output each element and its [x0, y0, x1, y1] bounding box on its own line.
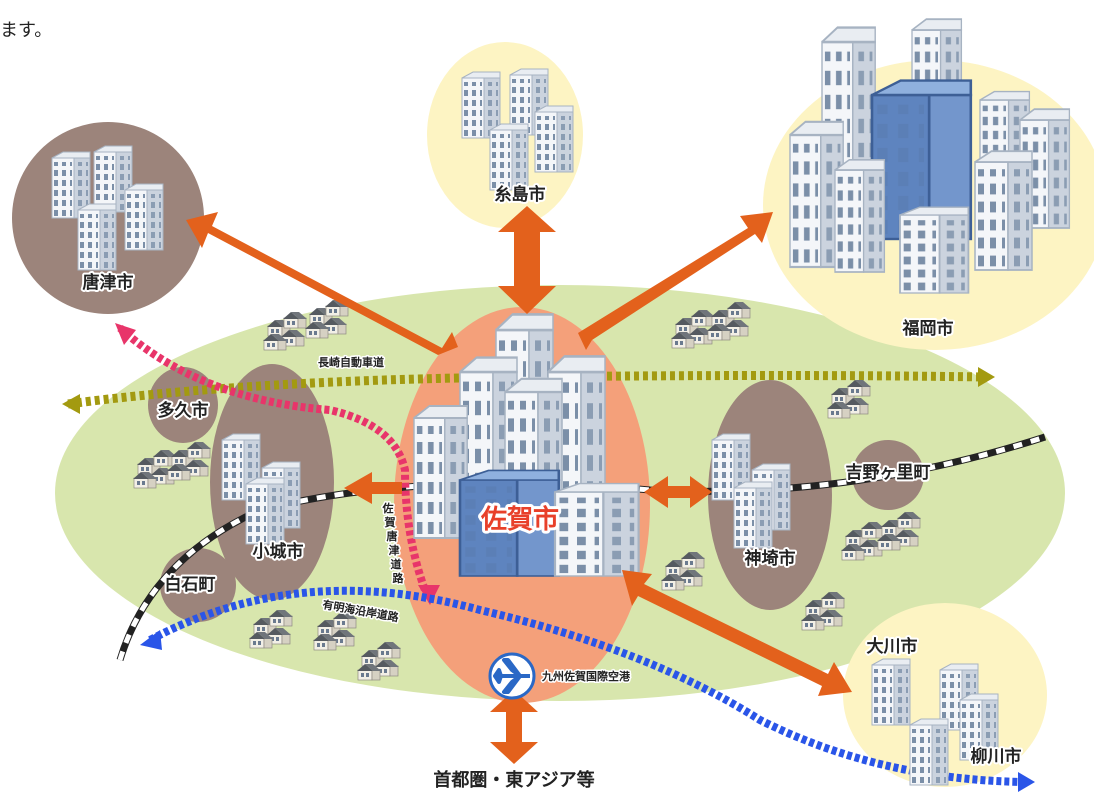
svg-text:唐: 唐: [387, 529, 398, 543]
coastal-road-arrow-west: [140, 630, 162, 650]
label-ogi: 小城市: [253, 541, 304, 562]
label-saga: 佐賀市: [480, 504, 559, 535]
expressway-arrow-east: [978, 367, 995, 387]
karatsu-road-arrow-north: [115, 323, 136, 345]
arrow-tokyo-head: [490, 690, 538, 746]
arrow-tokyo-tail: [490, 742, 538, 764]
coastal-road-arrow-east: [1018, 772, 1035, 792]
expressway-arrow-west: [62, 394, 80, 414]
label-fukuoka: 福岡市: [902, 318, 954, 339]
arrow-tokyo-shaft: [506, 708, 522, 742]
label-kanzaki: 神埼市: [745, 548, 796, 569]
label-yanagawa: 柳川市: [971, 746, 1022, 767]
svg-text:佐: 佐: [382, 501, 394, 515]
airplane-icon: [488, 652, 536, 700]
label-yoshinogari: 吉野ヶ里町: [846, 463, 931, 483]
label-shiroishi: 白石町: [165, 574, 216, 595]
svg-text:津: 津: [389, 543, 400, 557]
svg-text:路: 路: [393, 571, 405, 585]
taku-area: [148, 367, 218, 443]
header-text: ます。: [0, 20, 52, 41]
coastal-road-line: [148, 586, 1026, 786]
label-nagasaki-expressway: 長崎自動車道: [318, 355, 384, 369]
arrow-saga-kanzaki: [644, 476, 712, 508]
label-itoshima: 糸島市: [495, 184, 546, 205]
label-taku: 多久市: [158, 400, 209, 421]
karatsu-road-arrow-south: [418, 585, 440, 605]
label-airport: 九州佐賀国際空港: [541, 669, 631, 683]
arrow-saga-fukuoka: [578, 212, 773, 350]
label-saga-karatsu-road: 佐 賀 唐 津 道 路: [380, 500, 406, 587]
arrow-saga-ogi: [344, 472, 402, 504]
saga-karatsu-road-line: [117, 325, 432, 600]
label-okawa: 大川市: [867, 636, 918, 657]
svg-text:道: 道: [391, 557, 402, 571]
arrow-saga-itoshima: [498, 206, 556, 314]
svg-text:賀: 賀: [384, 515, 396, 529]
arrow-saga-okawa: [622, 570, 852, 696]
connection-arrows: [186, 206, 852, 764]
label-bottom-destination: 首都圏・東アジア等: [433, 769, 594, 791]
label-karatsu: 唐津市: [83, 272, 134, 293]
building-cluster-fukuoka-icon: [788, 18, 1071, 294]
